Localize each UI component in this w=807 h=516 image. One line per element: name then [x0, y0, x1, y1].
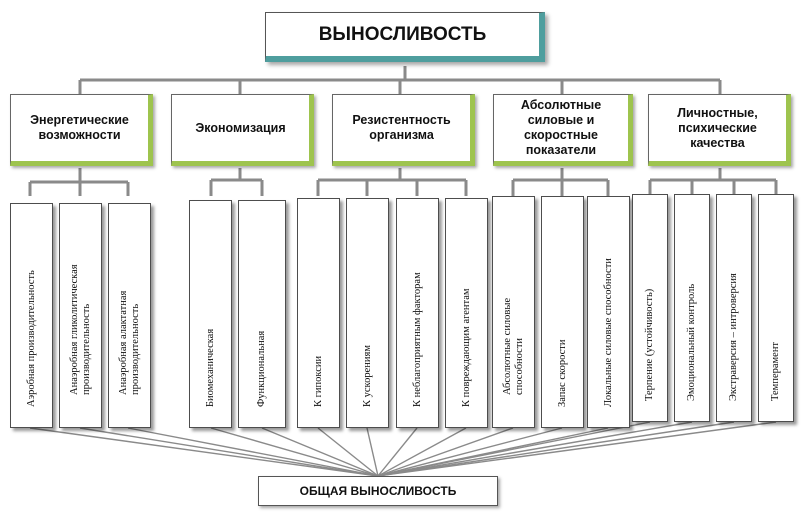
- category-label: Резистентность организма: [352, 113, 451, 142]
- category-absolute-indicators: Абсолютные силовые и скоростные показате…: [493, 94, 633, 166]
- converge-line-1: [79, 427, 379, 477]
- category-label: Экономизация: [195, 120, 286, 135]
- root-label: ВЫНОСЛИВОСТЬ: [318, 23, 487, 45]
- leaf-absolute-strength: Абсолютные силовые способности: [492, 196, 535, 428]
- general-endurance-box: ОБЩАЯ ВЫНОСЛИВОСТЬ: [258, 476, 498, 506]
- category-resistance: Резистентность организма: [332, 94, 475, 166]
- converge-line-6: [366, 427, 379, 477]
- leaf-label: Локальные силовые способности: [602, 258, 614, 407]
- leaf-label: Абсолютные силовые способности: [501, 297, 525, 395]
- leaf-extraversion-introversion: Экстраверсия – интроверсия: [716, 194, 752, 422]
- converge-line-5: [317, 427, 379, 477]
- leaf-label: К неблагоприятным факторам: [411, 272, 423, 407]
- category-economization: Экономизация: [171, 94, 314, 166]
- converge-line-10: [377, 427, 563, 477]
- root-box: ВЫНОСЛИВОСТЬ: [265, 12, 545, 62]
- converge-line-2: [127, 427, 379, 477]
- category-label: Энергетические возможности: [30, 113, 129, 142]
- leaf-anaerobic-glycolytic: Анаэробная гликолитическая производитель…: [59, 203, 102, 428]
- leaf-biomechanical: Биомеханическая: [189, 200, 232, 428]
- leaf-label: Терпение (устойчивость): [644, 288, 655, 401]
- leaf-label: Темперамент: [770, 341, 781, 401]
- category-energy: Энергетические возможности: [10, 94, 153, 166]
- leaf-local-strength: Локальные силовые способности: [587, 196, 630, 428]
- leaf-label: Биомеханическая: [204, 328, 216, 407]
- converge-line-13: [377, 421, 693, 477]
- leaf-label: Аэробная производительность: [25, 270, 37, 407]
- leaf-label: К повреждающим агентам: [460, 288, 472, 407]
- leaf-label: Экстраверсия – интроверсия: [728, 273, 739, 401]
- leaf-patience: Терпение (устойчивость): [632, 194, 668, 422]
- leaf-label: Запас скорости: [556, 339, 568, 407]
- converge-line-7: [377, 427, 418, 477]
- converge-line-9: [377, 427, 514, 477]
- leaf-label: К гипоксии: [312, 355, 324, 407]
- leaf-aerobic-productivity: Аэробная производительность: [10, 203, 53, 428]
- leaf-emotional-control: Эмоциональный контроль: [674, 194, 710, 422]
- leaf-label: Эмоциональный контроль: [686, 283, 697, 401]
- leaf-adverse-factors: К неблагоприятным факторам: [396, 198, 439, 428]
- leaf-functional: Функциональная: [238, 200, 286, 428]
- leaf-anaerobic-alactate: Анаэробная алактатная производительность: [108, 203, 151, 428]
- category-personal-qualities: Личностные, психические качества: [648, 94, 791, 166]
- leaf-speed-reserve: Запас скорости: [541, 196, 584, 428]
- bottom-label: ОБЩАЯ ВЫНОСЛИВОСТЬ: [299, 484, 457, 498]
- converge-line-15: [377, 421, 777, 477]
- leaf-hypoxia: К гипоксии: [297, 198, 340, 428]
- category-label: Абсолютные силовые и скоростные показате…: [520, 98, 602, 157]
- converge-line-8: [377, 427, 467, 477]
- converge-line-0: [29, 427, 379, 477]
- converge-line-12: [377, 421, 651, 477]
- converge-line-14: [377, 421, 735, 477]
- leaf-temperament: Темперамент: [758, 194, 794, 422]
- converge-line-3: [210, 427, 379, 477]
- leaf-label: Функциональная: [256, 330, 267, 407]
- converge-line-4: [261, 427, 379, 477]
- leaf-label: Анаэробная алактатная производительность: [117, 290, 141, 395]
- leaf-accelerations: К ускорениям: [346, 198, 389, 428]
- leaf-damaging-agents: К повреждающим агентам: [445, 198, 488, 428]
- leaf-label: Анаэробная гликолитическая производитель…: [68, 264, 92, 395]
- leaf-label: К ускорениям: [361, 345, 373, 407]
- category-label: Личностные, психические качества: [677, 105, 758, 150]
